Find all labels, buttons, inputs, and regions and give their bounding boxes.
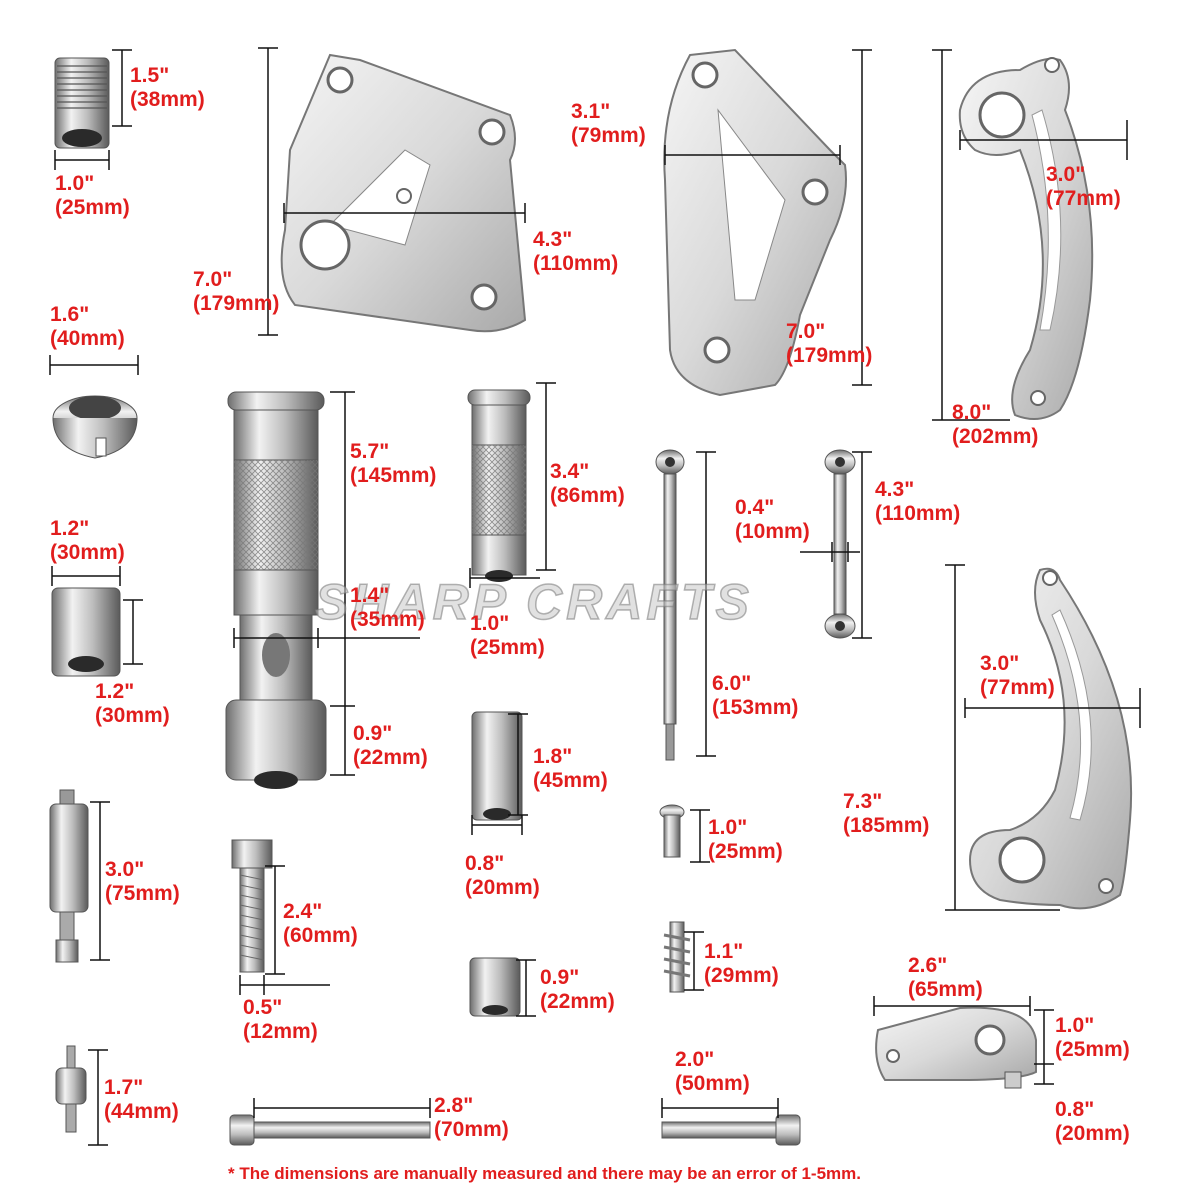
label-plate1-height: 7.0"(179mm) [193, 268, 280, 315]
label-rod-long-height: 6.0"(153mm) [712, 672, 799, 719]
label-bushing-height: 1.5"(38mm) [130, 64, 205, 111]
shaft-clamp [875, 1006, 1037, 1089]
hex-bolt [231, 839, 273, 973]
mounting-plate-medium [663, 48, 847, 397]
watermark: SHARP CRAFTS [314, 573, 753, 631]
label-peg-short-width: 1.0"(25mm) [470, 612, 545, 659]
label-clamp-height: 1.0"(25mm) [1055, 1014, 1130, 1061]
label-screw-height: 1.1"(29mm) [704, 940, 779, 987]
bolt-stud-long [49, 789, 89, 963]
footnote: * The dimensions are manually measured a… [228, 1164, 861, 1183]
label-peg-short-height: 3.4"(86mm) [550, 460, 625, 507]
tie-rod-long [655, 449, 685, 761]
label-arm1-height: 8.0"(202mm) [952, 401, 1039, 448]
spring-screw [663, 921, 691, 993]
label-spacer30-height: 1.2"(30mm) [95, 680, 170, 727]
label-rod-small-width: 0.4"(10mm) [735, 496, 810, 543]
label-collar-diameter: 1.6"(40mm) [50, 303, 125, 350]
allen-bolt-long [229, 1114, 431, 1146]
label-bushing-width: 1.0"(25mm) [55, 172, 130, 219]
label-rod-small-height: 4.3"(110mm) [875, 478, 961, 525]
spacer-22mm [469, 957, 521, 1017]
label-hexbolt-height: 2.4"(60mm) [283, 900, 358, 947]
mounting-plate-large [280, 53, 527, 333]
tie-rod-small [824, 449, 856, 639]
label-sleeve-height: 1.8"(45mm) [533, 745, 608, 792]
label-peg-long-pulley: 0.9"(22mm) [353, 722, 428, 769]
allen-bolt-short [661, 1114, 801, 1146]
label-spacer22-height: 0.9"(22mm) [540, 966, 615, 1013]
label-bolt-stud-height: 3.0"(75mm) [105, 858, 180, 905]
curved-arm-upper [958, 57, 1094, 420]
threaded-bushing [54, 57, 110, 149]
label-stud-small-height: 1.7"(44mm) [104, 1076, 179, 1123]
foot-peg-short [467, 389, 531, 582]
label-arm2-width: 3.0"(77mm) [980, 652, 1055, 699]
label-arm1-width: 3.0"(77mm) [1046, 163, 1121, 210]
label-plate1-width: 4.3"(110mm) [533, 228, 619, 275]
label-allen-short-length: 2.0"(50mm) [675, 1048, 750, 1095]
curved-arm-lower [968, 567, 1133, 910]
sleeve-45mm [471, 711, 523, 821]
label-sleeve-width: 0.8"(20mm) [465, 852, 540, 899]
dimension-lines [49, 47, 1141, 1146]
label-peg-long-width: 1.4"(35mm) [350, 584, 425, 631]
split-collar [52, 395, 138, 459]
foot-peg-long [225, 391, 327, 789]
label-spacer30-width: 1.2"(30mm) [50, 517, 125, 564]
label-plate2-width: 3.1"(79mm) [571, 100, 646, 147]
label-clamp-thickness: 0.8"(20mm) [1055, 1098, 1130, 1145]
label-clamp-width: 2.6"(65mm) [908, 954, 983, 1001]
label-plate2-height: 7.0"(179mm) [786, 320, 873, 367]
label-allen-long-length: 2.8"(70mm) [434, 1094, 509, 1141]
label-hexbolt-width: 0.5"(12mm) [243, 996, 318, 1043]
label-pin-height: 1.0"(25mm) [708, 816, 783, 863]
clevis-pin [659, 804, 685, 858]
spacer-30mm [51, 587, 121, 677]
label-peg-long-height: 5.7"(145mm) [350, 440, 437, 487]
label-arm2-height: 7.3"(185mm) [843, 790, 930, 837]
bolt-stud-short [55, 1045, 87, 1133]
